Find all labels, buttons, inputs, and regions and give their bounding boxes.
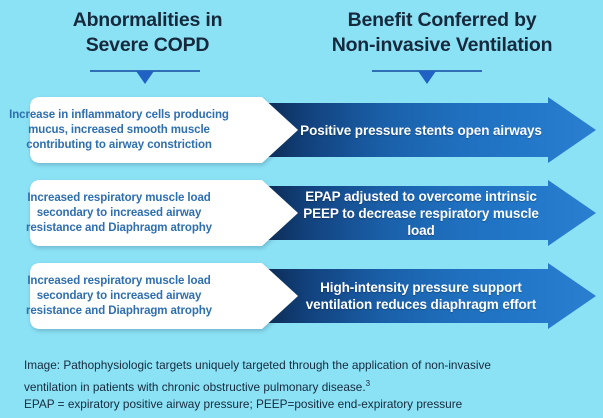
footnote-line-2-text: ventilation in patients with chronic obs… bbox=[24, 379, 366, 394]
benefit-arrow-shape bbox=[262, 180, 596, 246]
header-right-line2: Non-invasive Ventilation bbox=[331, 34, 553, 56]
header-left-line2: Severe COPD bbox=[85, 34, 210, 56]
benefit-arrow-label: EPAP adjusted to overcome intrinsic PEEP… bbox=[303, 188, 539, 238]
abnormality-box-shape bbox=[30, 180, 298, 246]
footnote: Image: Pathophysiologic targets uniquely… bbox=[24, 357, 584, 413]
footnote-line-1: Image: Pathophysiologic targets uniquely… bbox=[24, 358, 491, 372]
abnormality-box-label: Increase in inflammatory cells producing… bbox=[9, 108, 229, 151]
header-left-line1: Abnormalities in bbox=[72, 9, 223, 31]
abnormality-box bbox=[30, 263, 298, 329]
benefit-arrow-label: High-intensity pressure support ventilat… bbox=[305, 280, 537, 312]
footnote-line-3: EPAP = expiratory positive airway pressu… bbox=[24, 396, 463, 411]
header-right-column: Benefit Conferred by Non-invasive Ventil… bbox=[292, 8, 592, 58]
chevron-down-icon bbox=[136, 71, 154, 84]
flow-row: Positive pressure stents open airways In… bbox=[0, 97, 603, 163]
header-right-line1: Benefit Conferred by bbox=[347, 9, 537, 31]
benefit-arrow-shape bbox=[262, 263, 596, 329]
benefit-arrow-shape bbox=[262, 97, 596, 163]
flow-row: EPAP adjusted to overcome intrinsic PEEP… bbox=[0, 180, 603, 246]
abnormality-box-shape bbox=[30, 97, 298, 163]
abnormality-box-label: Increased respiratory muscle load second… bbox=[26, 274, 212, 317]
footnote-reference-marker: 3 bbox=[365, 378, 371, 388]
abnormality-box-label: Increased respiratory muscle load second… bbox=[26, 191, 212, 234]
connector-left bbox=[90, 66, 200, 88]
abnormality-box bbox=[30, 180, 298, 246]
header-left-column: Abnormalities in Severe COPD bbox=[10, 8, 285, 58]
abnormality-box bbox=[30, 97, 298, 163]
chevron-down-icon bbox=[418, 71, 436, 84]
abnormality-box-shape bbox=[30, 263, 298, 329]
connector-right bbox=[372, 66, 482, 88]
footnote-line-2: ventilation in patients with chronic obs… bbox=[24, 375, 584, 396]
benefit-arrow-label: Positive pressure stents open airways bbox=[300, 122, 542, 138]
flow-row: High-intensity pressure support ventilat… bbox=[0, 263, 603, 329]
